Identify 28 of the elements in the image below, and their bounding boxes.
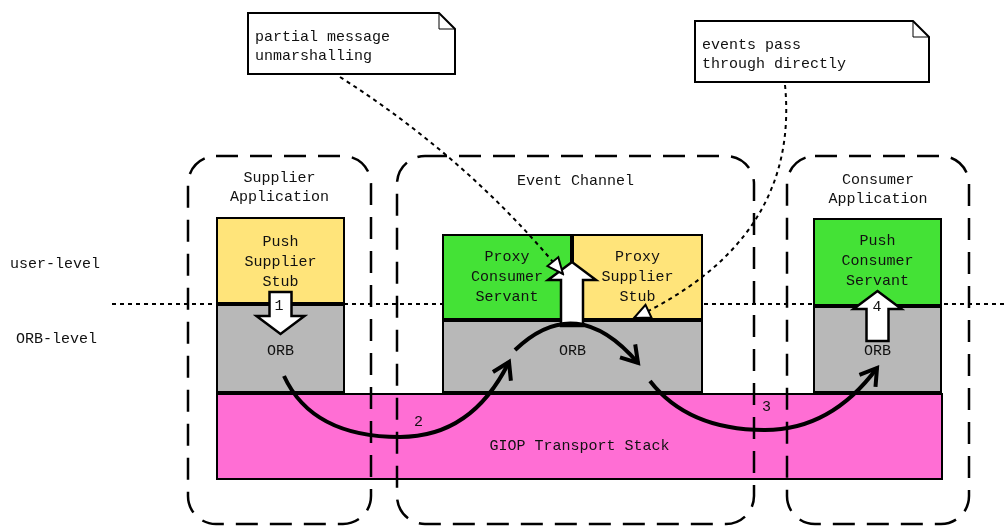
flow-arrow [764, 366, 879, 432]
container-title: Consumer Application [827, 171, 929, 209]
application-container [187, 155, 372, 525]
component-label: GIOP Transport Stack [488, 437, 671, 457]
component-label: Push Consumer Servant [840, 232, 915, 292]
level-label: user-level [10, 256, 100, 273]
component-box [442, 234, 572, 320]
note-text: events pass through directly [702, 36, 848, 74]
leader-line [633, 84, 788, 319]
transport-band [216, 393, 943, 480]
note-text: partial message unmarshalling [255, 28, 392, 66]
component-box [572, 234, 703, 320]
component-label: ORB [266, 342, 295, 362]
container-title: Supplier Application [229, 169, 330, 207]
container-title: Event Channel [516, 173, 635, 191]
component-label: Push Supplier Stub [243, 233, 318, 293]
component-label: ORB [558, 342, 587, 362]
component-box [442, 320, 703, 393]
flow-arrow [399, 360, 513, 439]
component-label: Proxy Consumer Servant [470, 248, 544, 308]
block-arrow [544, 260, 600, 328]
note-box [247, 12, 456, 75]
leader-line [339, 76, 564, 275]
component-label: ORB [863, 342, 892, 362]
note-box [694, 20, 930, 83]
component-label: Proxy Supplier Stub [600, 248, 675, 308]
level-label: ORB-level [16, 331, 97, 348]
flow-arrow [513, 321, 640, 365]
